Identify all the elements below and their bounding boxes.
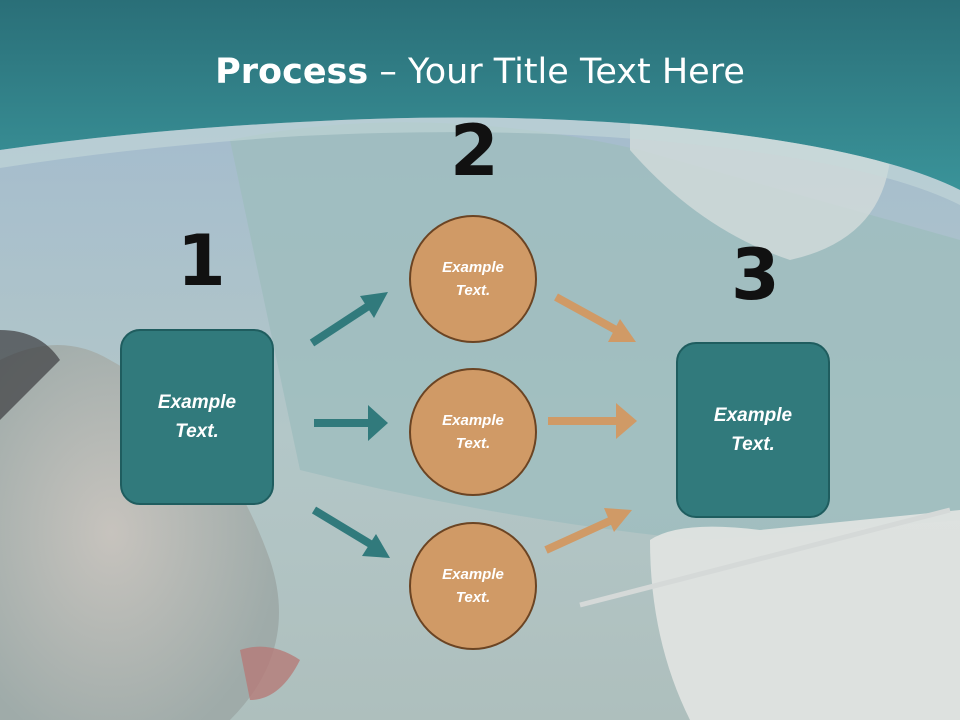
circle-bottom-text: Example Text. <box>442 563 504 609</box>
circle-middle-line-2: Text. <box>455 435 491 452</box>
end-box-line-1: Example <box>713 405 793 426</box>
arrow-from-middle <box>548 403 637 439</box>
arrow-from-bottom <box>544 508 632 554</box>
start-box-line-2: Text. <box>175 421 219 442</box>
start-box: Example Text. <box>120 329 274 505</box>
circle-bottom-line-1: Example <box>442 566 504 583</box>
circle-top-line-1: Example <box>442 259 504 276</box>
step-number-1: 1 <box>177 220 226 302</box>
step-number-2: 2 <box>450 110 499 192</box>
circle-bottom-line-2: Text. <box>455 589 491 606</box>
arrow-to-middle <box>314 405 388 441</box>
circle-middle: Example Text. <box>409 368 537 496</box>
circle-bottom: Example Text. <box>409 522 537 650</box>
arrow-to-bottom <box>311 506 390 558</box>
arrow-to-top <box>309 292 388 347</box>
slide-title: Process – Your Title Text Here <box>0 52 960 92</box>
circle-top-line-2: Text. <box>455 282 491 299</box>
teal-arrows <box>309 292 390 558</box>
circle-middle-line-1: Example <box>442 412 504 429</box>
title-bold: Process <box>215 52 369 92</box>
title-rest: – Your Title Text Here <box>368 52 745 92</box>
circle-middle-text: Example Text. <box>442 409 504 455</box>
arrow-from-top <box>554 293 636 342</box>
circle-top-text: Example Text. <box>442 256 504 302</box>
end-box: Example Text. <box>676 342 830 518</box>
step-number-3: 3 <box>731 234 780 316</box>
start-box-line-1: Example <box>157 392 237 413</box>
end-box-line-2: Text. <box>731 434 775 455</box>
orange-arrows <box>544 293 637 554</box>
circle-top: Example Text. <box>409 215 537 343</box>
end-box-text: Example Text. <box>714 401 792 459</box>
start-box-text: Example Text. <box>158 388 236 446</box>
